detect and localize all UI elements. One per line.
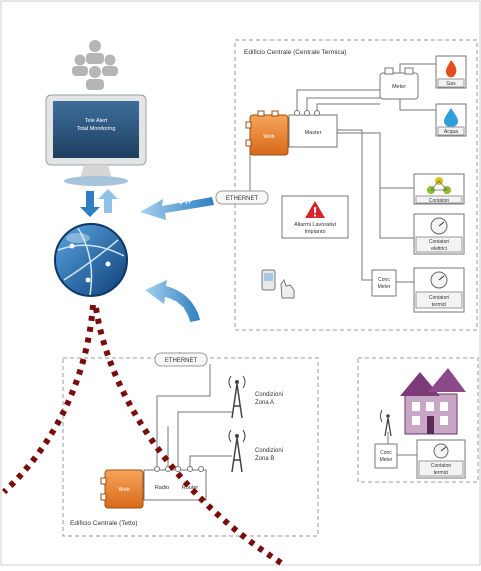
master-module-label: Master — [305, 130, 322, 136]
conc-central-line2: Meter — [378, 284, 391, 290]
alarm-panel: Allarmi Lavorativi Impianto — [281, 195, 349, 239]
ftp-label-top: FTP — [179, 198, 194, 207]
radio-router-module: Radio Router — [143, 466, 207, 501]
water-label: Acqua — [444, 129, 458, 135]
house-sensor-line2: termici — [434, 470, 449, 476]
monitor-title-line2: Total Monitoring — [77, 126, 116, 132]
thermal-sensor-house: Contatori termici — [416, 439, 466, 479]
sensor2-label-line2: termici — [432, 302, 447, 308]
house-frame — [357, 357, 479, 483]
central-building-frame — [234, 39, 478, 331]
concentrator-house: Conc Meter — [374, 443, 398, 469]
ethernet-label-central: ETHERNET — [226, 196, 259, 202]
internet-globe-icon — [54, 223, 128, 297]
water-meter: Acqua — [435, 103, 467, 137]
dotted-connection-lines — [1, 304, 288, 569]
ethernet-badge-secondary: ETHERNET — [154, 352, 208, 367]
gateway-label-secondary: Web — [118, 487, 129, 493]
antenna-house — [380, 409, 392, 437]
conc-house-line2: Meter — [380, 457, 393, 463]
monitor-icon: Tele Alert Total Monitoring — [45, 94, 147, 186]
antenna-zone-a — [228, 375, 246, 419]
alarm-label-line1: Allarmi Lavorativi — [294, 222, 336, 228]
sync-arrows-icon — [80, 189, 118, 217]
conc-central-line1: Conc — [378, 277, 390, 283]
secondary-building-title: Edificio Centrale (Tetto) — [70, 520, 138, 527]
sensor1-label-line2: elettrici — [431, 246, 447, 252]
router-module-label: Router — [182, 485, 199, 491]
zone-b-label-line1: Condizioni — [255, 448, 283, 454]
conc-house-line1: Conc — [380, 450, 392, 456]
meter-device: Meter — [379, 67, 419, 100]
gateway-device-secondary: Web — [100, 469, 144, 509]
network-nodes-device: Contatori — [413, 173, 465, 205]
secondary-connections — [156, 352, 232, 470]
sensor2-label-line1: Contatori — [429, 295, 449, 301]
users-icon — [72, 40, 118, 90]
meter-label: Meter — [392, 84, 406, 90]
zone-a-label-line2: Zona A — [255, 400, 274, 406]
gas-meter: Gas — [435, 55, 467, 89]
house-sensor-line1: Contatori — [431, 463, 451, 469]
gateway-label-central: Web — [263, 134, 274, 140]
antenna-zone-b — [228, 429, 246, 473]
remote-devices-label: Contatori — [429, 198, 449, 204]
ftp-arrow-top: FTP — [140, 197, 214, 220]
alarm-label-line2: Impianto — [304, 229, 325, 235]
gateway-device-central: Web — [245, 110, 289, 156]
ethernet-label-secondary: ETHERNET — [165, 358, 198, 364]
ethernet-badge-central: ETHERNET — [215, 190, 269, 205]
radio-module-label: Radio — [155, 485, 169, 491]
house-building-icon — [400, 368, 466, 435]
monitor-title-line1: Tele Alert — [85, 118, 108, 124]
concentrator-central: Conc Meter — [371, 269, 397, 297]
master-module: Master — [288, 110, 338, 148]
handheld-icon — [261, 269, 295, 299]
gas-label: Gas — [446, 81, 456, 87]
house-connections — [387, 432, 417, 456]
sensor1-label-line1: Contatori — [429, 239, 449, 245]
thermal-sensor-central: Contatori termici — [413, 267, 465, 313]
electric-sensor-device: Contatori elettrici — [413, 213, 465, 255]
zone-b-label-line2: Zona B — [255, 456, 274, 462]
central-connections — [249, 63, 436, 283]
zone-a-label-line1: Condizioni — [255, 392, 283, 398]
central-building-title: Edificio Centrale (Centrale Termica) — [244, 49, 346, 56]
